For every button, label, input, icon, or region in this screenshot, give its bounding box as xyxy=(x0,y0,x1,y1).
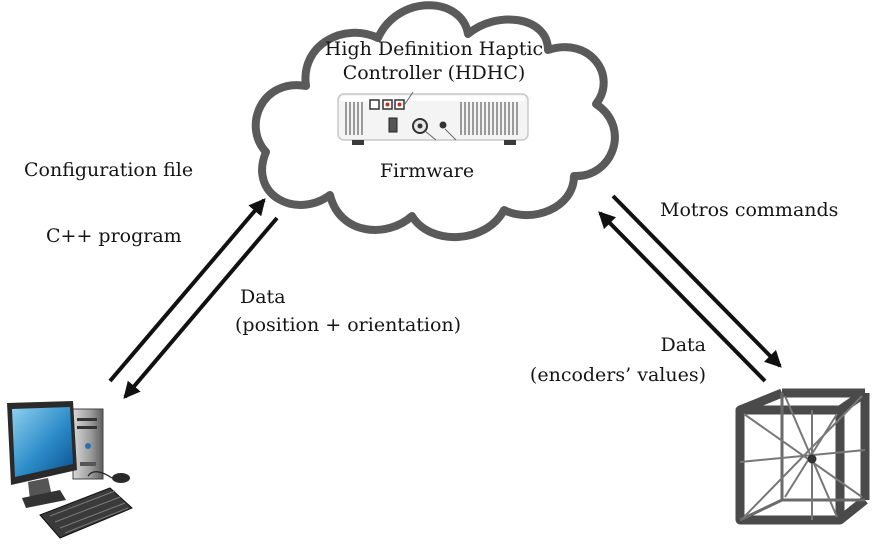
right-data-label: Data xyxy=(660,334,706,356)
left-data-label: Data xyxy=(240,286,286,308)
arrow-left-up xyxy=(108,198,266,383)
encoders-values-label: (encoders’ values) xyxy=(529,364,706,386)
cube-frame-device-icon xyxy=(735,388,870,525)
arrow-right-down xyxy=(611,194,782,368)
controller-title-line2: Controller (HDHC) xyxy=(342,62,526,84)
motors-commands-label: Motros commands xyxy=(660,199,839,221)
desktop-computer-icon xyxy=(7,401,133,539)
controller-title-line1: High Definition Haptic xyxy=(324,38,544,60)
controller-box-icon xyxy=(337,91,529,145)
cpp-program-label: C++ program xyxy=(46,225,182,247)
firmware-label: Firmware xyxy=(379,160,475,182)
arrow-right-up xyxy=(598,211,767,383)
position-orientation-label: (position + orientation) xyxy=(235,314,462,336)
configuration-file-label: Configuration file xyxy=(24,159,194,181)
arrow-left-down xyxy=(123,216,279,399)
